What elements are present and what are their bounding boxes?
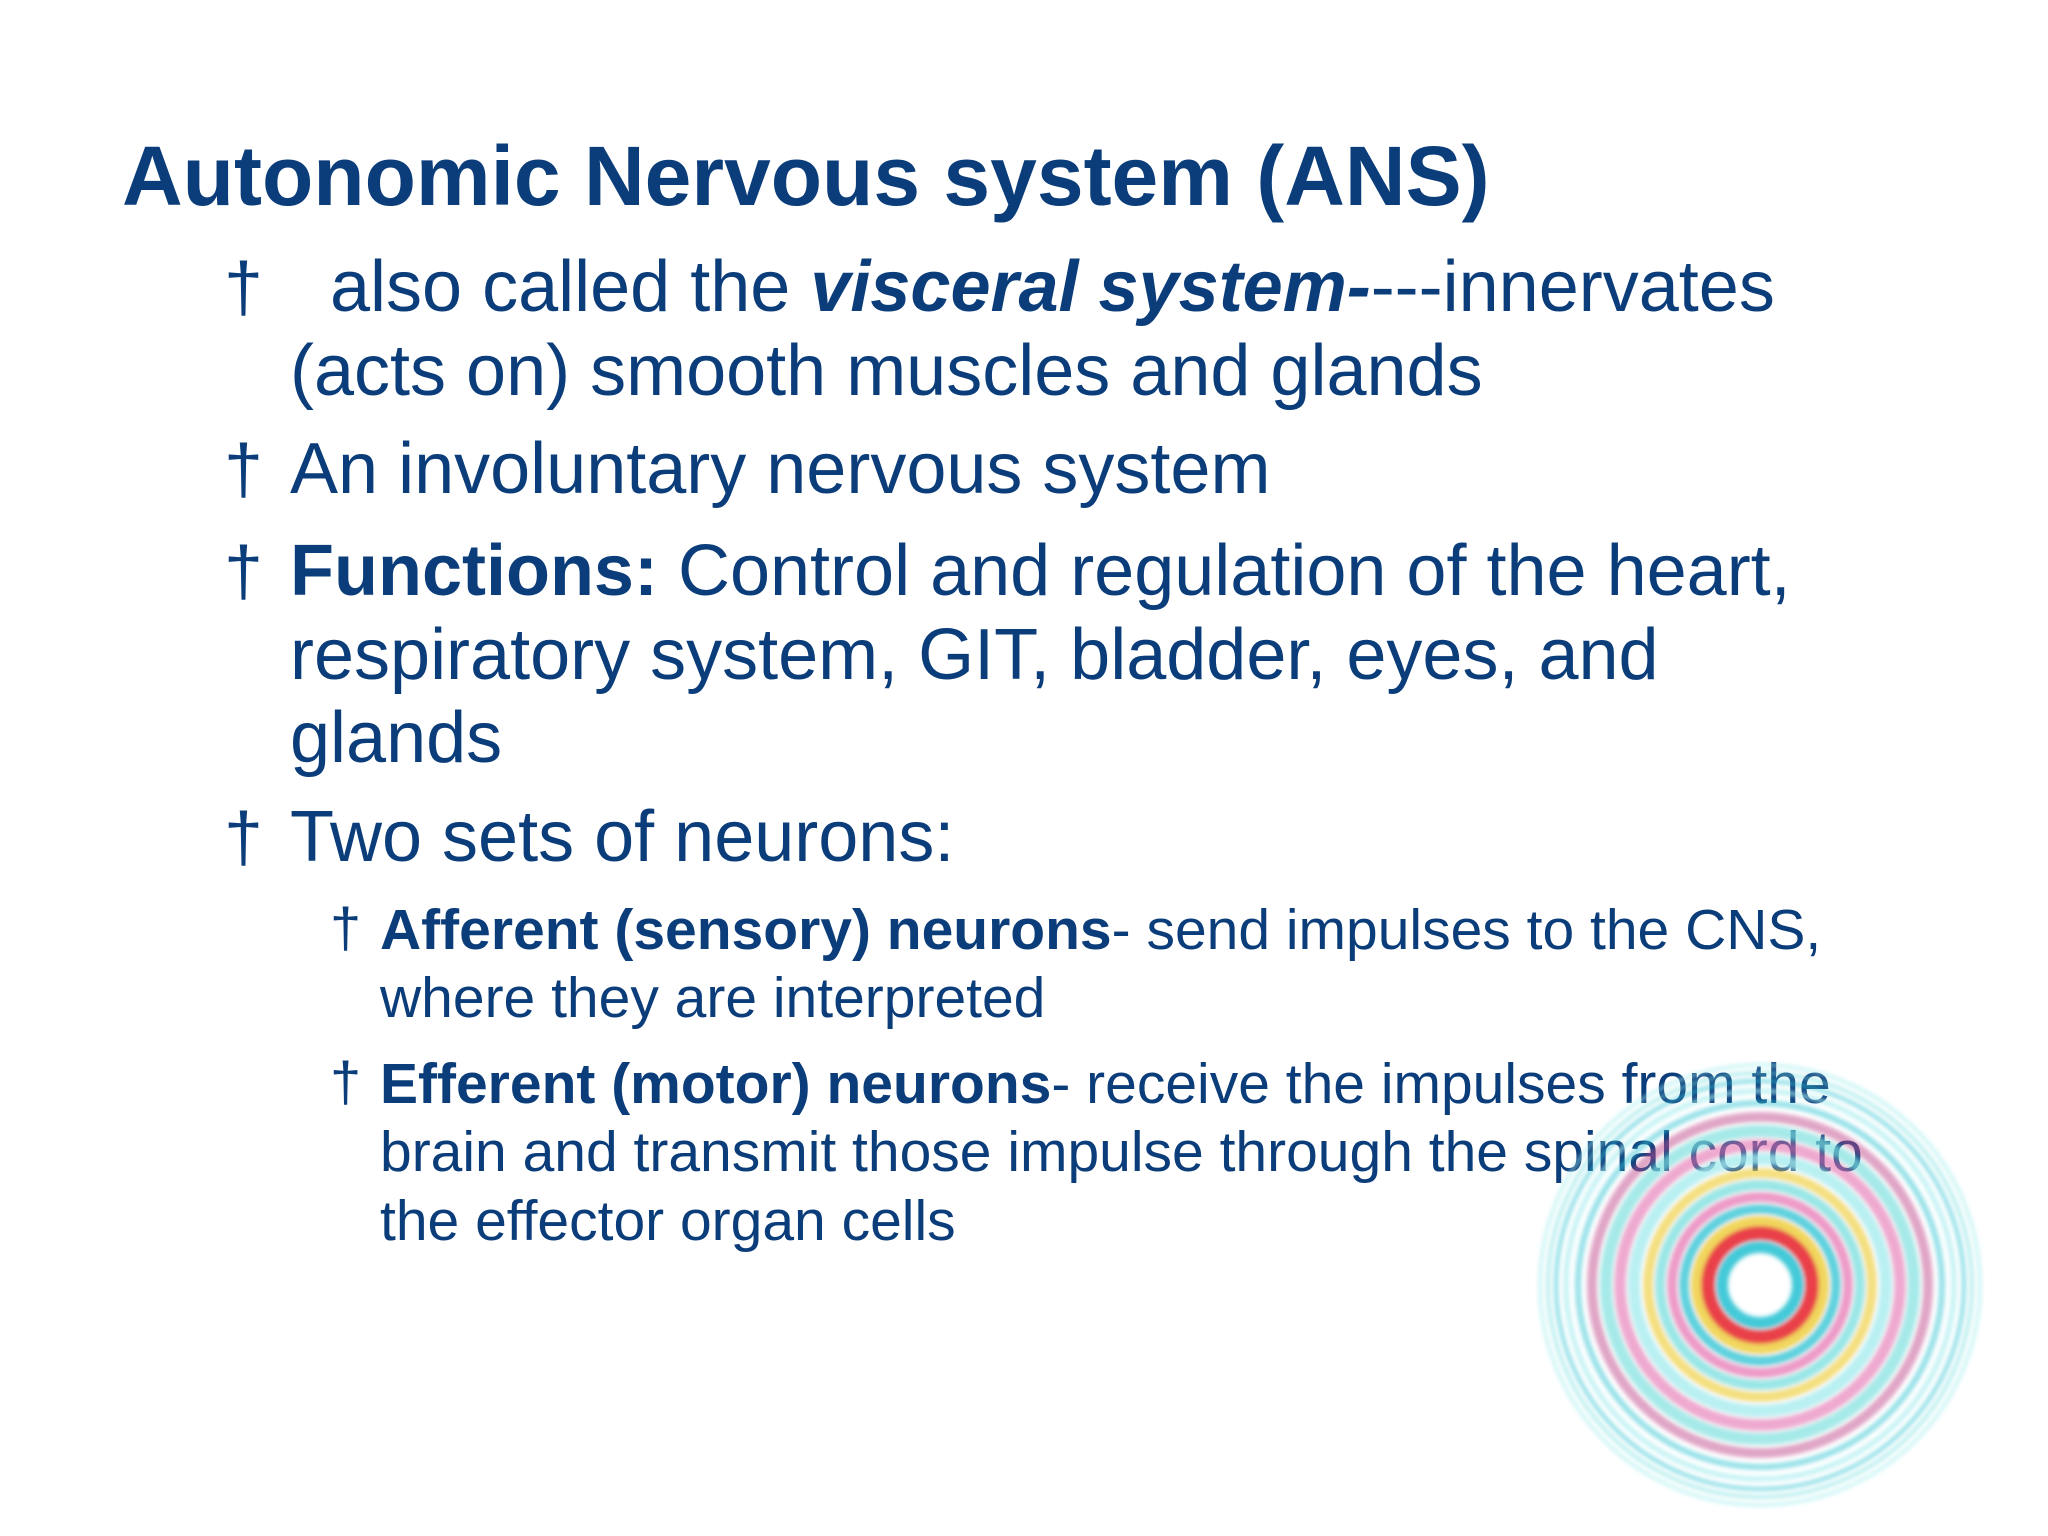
- bullet-text: Afferent (sensory) neurons- send impulse…: [380, 896, 1940, 1033]
- dagger-bullet-icon: †: [330, 896, 362, 959]
- bullet-text: An involuntary nervous system: [290, 429, 1271, 509]
- dagger-bullet-icon: †: [224, 248, 263, 326]
- bullet-text: Two sets of neurons:: [290, 797, 955, 877]
- bullet-text-after: ---innervates (acts on) smooth muscles a…: [290, 247, 1775, 411]
- bullet-body: - send impulses to the CNS, where they a…: [380, 898, 1822, 1031]
- bullet-text-before: also called the: [330, 247, 811, 327]
- slide-title: Autonomic Nervous system (ANS): [122, 129, 1490, 223]
- bullet-text: also called the visceral system----inner…: [290, 246, 1890, 413]
- concentric-rings-target-icon: [1538, 1063, 1982, 1507]
- bullet-body: Control and regulation of the heart, res…: [290, 531, 1791, 779]
- dagger-bullet-icon: †: [224, 532, 263, 610]
- bullet-lead: Functions:: [290, 531, 658, 611]
- bullet-emphasis: visceral system-: [810, 247, 1371, 327]
- bullet-text: Functions: Control and regulation of the…: [290, 530, 1890, 781]
- dagger-bullet-icon: †: [330, 1050, 362, 1113]
- dagger-bullet-icon: †: [224, 798, 263, 876]
- bullet-lead: Afferent (sensory) neurons: [380, 898, 1112, 962]
- bullet-lead: Efferent (motor) neurons: [380, 1052, 1052, 1116]
- dagger-bullet-icon: †: [224, 430, 263, 508]
